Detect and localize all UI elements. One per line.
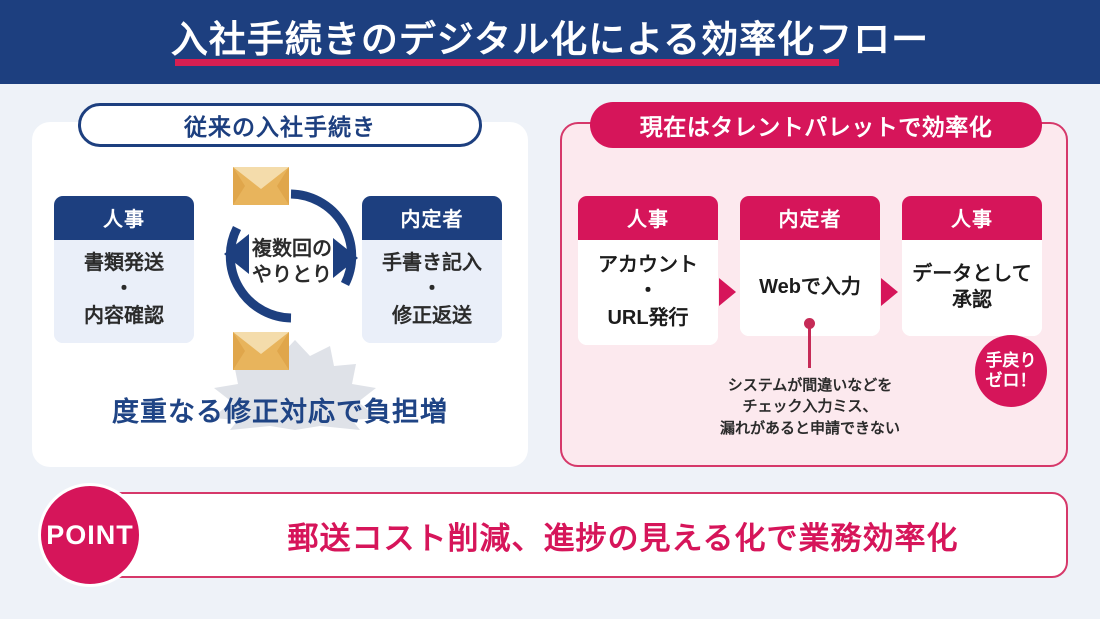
cycle-arrow-diagram: [224, 189, 358, 323]
legacy-box-candidate-line3: 修正返送: [392, 304, 472, 327]
step-box-1-line2: ・: [638, 280, 658, 303]
legacy-box-candidate: 内定者 手書き記入 ・ 修正返送: [362, 196, 502, 344]
burst-shape: [212, 340, 378, 430]
annotation-line2: チェック入力ミス、: [742, 398, 878, 416]
page-title: 入社手続きのデジタル化による効率化フロー: [170, 18, 930, 66]
step-box-3-body: データとして 承認: [902, 240, 1042, 336]
annotation-line3: 漏れがあると申請できない: [719, 419, 900, 437]
envelope-icon: [233, 332, 289, 370]
zero-rework-badge: 手戻り ゼロ！: [975, 335, 1047, 407]
title-underline: [174, 58, 840, 66]
point-bar-text: 郵送コスト削減、進捗の見える化で業務効率化: [287, 520, 959, 556]
legacy-box-hr-body: 書類発送 ・ 内容確認: [54, 240, 194, 344]
point-badge-label: POINT: [46, 519, 134, 550]
step-box-1-line3: URL発行: [607, 306, 689, 329]
step-box-1-role: 人事: [578, 196, 718, 240]
step-arrow-1-to-2: [719, 278, 736, 306]
annotation-line1: システムが間違いなどを: [727, 377, 893, 394]
legacy-box-hr-line1: 書類発送: [84, 252, 164, 274]
step-box-3-line2: 承認: [952, 289, 992, 311]
zero-rework-badge-line2: ゼロ！: [985, 371, 1037, 390]
step-box-2-role: 内定者: [740, 196, 880, 240]
legacy-box-hr: 人事 書類発送 ・ 内容確認: [54, 196, 194, 344]
annotation-pointer-line: [808, 326, 811, 368]
annotation-pointer-dot: [804, 318, 815, 329]
current-process-label-text: 現在はタレントパレットで効率化: [639, 114, 993, 140]
zero-rework-badge-line1: 手戻り: [985, 350, 1037, 370]
current-process-label: 現在はタレントパレットで効率化: [590, 102, 1042, 148]
cycle-label-line1: 複数回の: [252, 238, 332, 260]
page-title-text: 入社手続きのデジタル化による効率化フロー: [170, 18, 930, 60]
step-box-2-line1: Webで入力: [759, 275, 861, 298]
legacy-process-label-text: 従来の入社手続き: [184, 114, 376, 140]
point-bar: 郵送コスト削減、進捗の見える化で業務効率化: [98, 492, 1068, 578]
step-box-2: 内定者 Webで入力: [740, 196, 880, 336]
step-box-3: 人事 データとして 承認: [902, 196, 1042, 336]
envelope-icon: [233, 167, 289, 205]
step-arrow-2-to-3: [881, 278, 898, 306]
legacy-box-hr-line3: 内容確認: [84, 304, 164, 327]
step-box-1: 人事 アカウント ・ URL発行: [578, 196, 718, 346]
legacy-box-candidate-line1: 手書き記入: [382, 252, 482, 274]
annotation-text: システムが間違いなどを チェック入力ミス、 漏れがあると申請できない: [660, 375, 960, 439]
step-box-1-body: アカウント ・ URL発行: [578, 240, 718, 346]
cycle-label: 複数回の やりとり: [212, 236, 372, 288]
legacy-box-hr-role: 人事: [54, 196, 194, 240]
legacy-box-hr-line2: ・: [114, 278, 134, 301]
step-box-3-line1: データとして: [912, 262, 1032, 285]
step-box-3-role: 人事: [902, 196, 1042, 240]
step-box-1-line1: アカウント: [598, 254, 698, 276]
legacy-box-candidate-line2: ・: [422, 278, 442, 301]
legacy-box-candidate-role: 内定者: [362, 196, 502, 240]
legacy-process-label: 従来の入社手続き: [78, 103, 482, 147]
point-badge: POINT: [38, 483, 142, 587]
legacy-box-candidate-body: 手書き記入 ・ 修正返送: [362, 240, 502, 344]
cycle-label-line2: やりとり: [252, 264, 332, 286]
page-header: 入社手続きのデジタル化による効率化フロー: [0, 0, 1100, 84]
legacy-footer-text: 度重なる修正対応で負担増: [112, 397, 448, 427]
